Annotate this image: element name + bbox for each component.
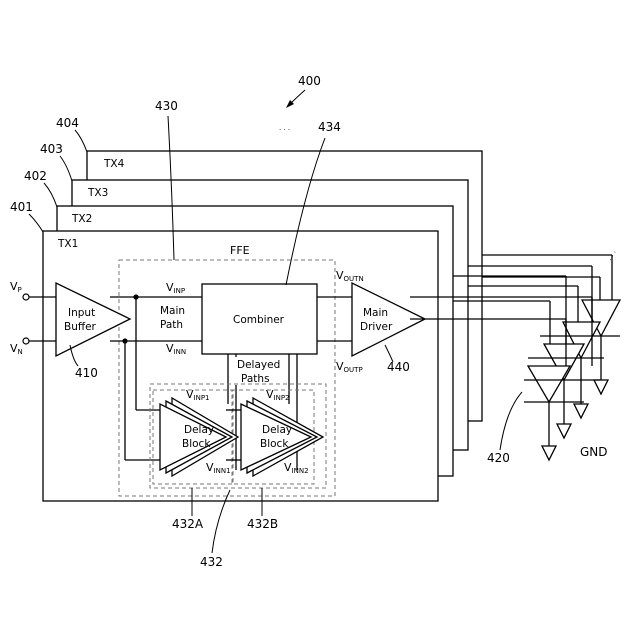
tx2-label: TX2 (71, 213, 92, 225)
delayed-paths-line1: Delayed (237, 359, 280, 371)
input-p-label: VP (10, 280, 22, 294)
tx4-ref: 404 (56, 116, 79, 130)
ffe-ref: 430 (155, 99, 178, 113)
tx4-label: TX4 (103, 158, 125, 170)
tx2-ref: 402 (24, 169, 47, 183)
input-buffer-ref: 410 (75, 366, 98, 380)
delay-block-b-line2: Block (260, 438, 289, 450)
input-buffer-line2: Buffer (64, 321, 97, 333)
system-dots: · · · (279, 126, 290, 134)
ffe-label: FFE (230, 244, 250, 257)
system-ref: 400 (298, 74, 321, 88)
main-driver-line2: Driver (360, 321, 393, 333)
input-buffer-line1: Input (68, 307, 95, 319)
delay-block-a-line2: Block (182, 438, 211, 450)
combiner-ref: 434 (318, 120, 341, 134)
tx3-leader (60, 156, 72, 181)
main-driver-line1: Main (363, 307, 388, 319)
delay-b-ref: 432B (247, 517, 278, 531)
combiner-label: Combiner (233, 314, 285, 326)
tx3-label: TX3 (87, 187, 108, 199)
input-n-terminal (23, 338, 29, 344)
output-ref: 420 (487, 451, 510, 465)
tx1-ref: 401 (10, 200, 33, 214)
input-n-label: VN (10, 342, 23, 356)
delay-block-a-line1: Delay (184, 424, 214, 436)
delay-a-ref: 432A (172, 517, 204, 531)
delayed-paths-line2: Paths (241, 373, 270, 385)
output-dots: · · · (607, 249, 619, 263)
output-leader (500, 392, 522, 450)
main-path-line2: Path (160, 319, 183, 331)
main-path-line1: Main (160, 305, 185, 317)
tx2-leader (44, 183, 57, 207)
tx1-label: TX1 (57, 238, 78, 250)
tx3-ref: 403 (40, 142, 63, 156)
delay-block-b-line1: Delay (262, 424, 292, 436)
gnd-label: GND (580, 445, 608, 459)
input-p-terminal (23, 294, 29, 300)
delay-ref: 432 (200, 555, 223, 569)
tx1-leader (29, 214, 43, 232)
main-driver-ref: 440 (387, 360, 410, 374)
tx4-leader (75, 130, 87, 152)
